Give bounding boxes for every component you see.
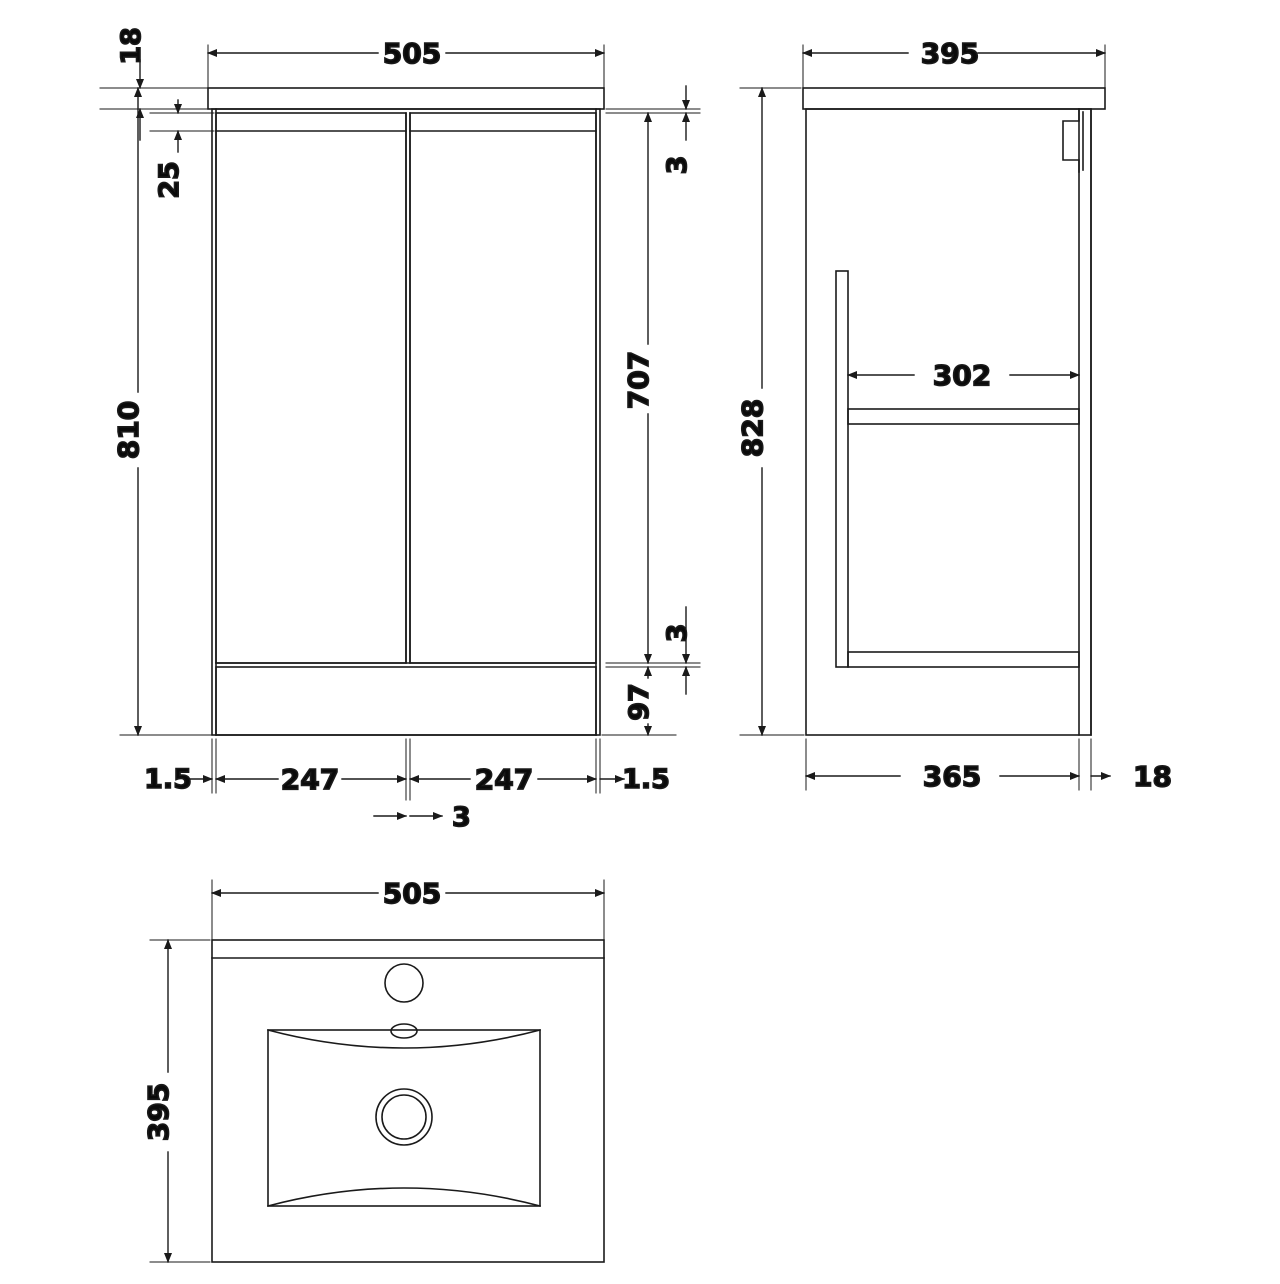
dim-label-top-thickness: 18	[116, 27, 147, 65]
dim-label-front-height: 810	[112, 401, 145, 459]
dim-front-height-810: 810	[111, 87, 215, 736]
front-countertop	[207, 87, 605, 110]
dim-top-thickness-18: 18	[99, 26, 211, 141]
side-elevation-view	[802, 87, 1106, 736]
dim-label-door-left-width: 247	[281, 763, 339, 796]
dim-label-door-rail: 25	[154, 161, 185, 199]
dim-label-gap-top: 3	[662, 156, 693, 175]
side-back-panel	[1078, 108, 1092, 736]
dim-label-door-right-width: 247	[475, 763, 533, 796]
dim-label-plan-depth: 395	[142, 1083, 175, 1141]
dim-side-depth-395: 395	[802, 36, 1106, 93]
plan-basin-bowl	[267, 1029, 541, 1207]
plan-view-basin	[211, 939, 605, 1263]
front-plinth	[215, 662, 597, 736]
overflow-slot-icon	[390, 1023, 418, 1039]
dim-plan-width-505: 505	[211, 876, 605, 945]
dim-label-gap-bottom: 3	[662, 624, 693, 643]
dim-internal-shelf-302: 302	[847, 358, 1080, 393]
dim-label-back-panel: 18	[1133, 760, 1172, 793]
front-door-left	[215, 112, 407, 664]
front-door-right	[409, 112, 597, 664]
dim-label-internal-shelf: 302	[933, 359, 991, 392]
dim-door-height-707: 707	[605, 112, 661, 664]
dim-side-bottom-chain: 365 18	[805, 738, 1173, 794]
dim-front-width-505: 505	[207, 36, 605, 93]
dim-plan-depth-395: 395	[141, 939, 211, 1263]
dim-label-centre-gap: 3	[452, 802, 471, 833]
dim-front-bottom-chain: 1.5 247 247 1.5 3	[139, 734, 673, 834]
dim-label-side-height: 828	[736, 399, 769, 457]
dim-label-plan-width: 505	[383, 877, 441, 910]
dim-label-right-panel: 1.5	[622, 764, 670, 795]
front-elevation-view	[207, 87, 605, 736]
dim-label-side-depth: 395	[921, 37, 979, 70]
dim-door-rail-25: 25	[149, 99, 215, 200]
waste-outlet-icon	[375, 1088, 433, 1146]
dim-label-front-width: 505	[383, 37, 441, 70]
dim-gap-bottom-3: 3	[605, 606, 701, 695]
tap-hole-icon	[384, 963, 424, 1003]
side-countertop	[802, 87, 1106, 110]
dim-gap-top-3: 3	[605, 85, 701, 175]
dim-plinth-97: 97	[605, 666, 677, 736]
side-internal-shelf	[835, 270, 1080, 668]
dim-label-door-height: 707	[622, 351, 655, 409]
front-door-centre-gap	[405, 112, 411, 664]
dim-label-left-panel: 1.5	[144, 764, 192, 795]
dim-label-carcase-depth: 365	[923, 760, 981, 793]
side-hanging-bracket-notch	[1062, 108, 1084, 173]
plan-basin-outline	[211, 939, 605, 1263]
dim-label-plinth: 97	[624, 683, 655, 721]
dim-side-height-828: 828	[735, 87, 805, 736]
